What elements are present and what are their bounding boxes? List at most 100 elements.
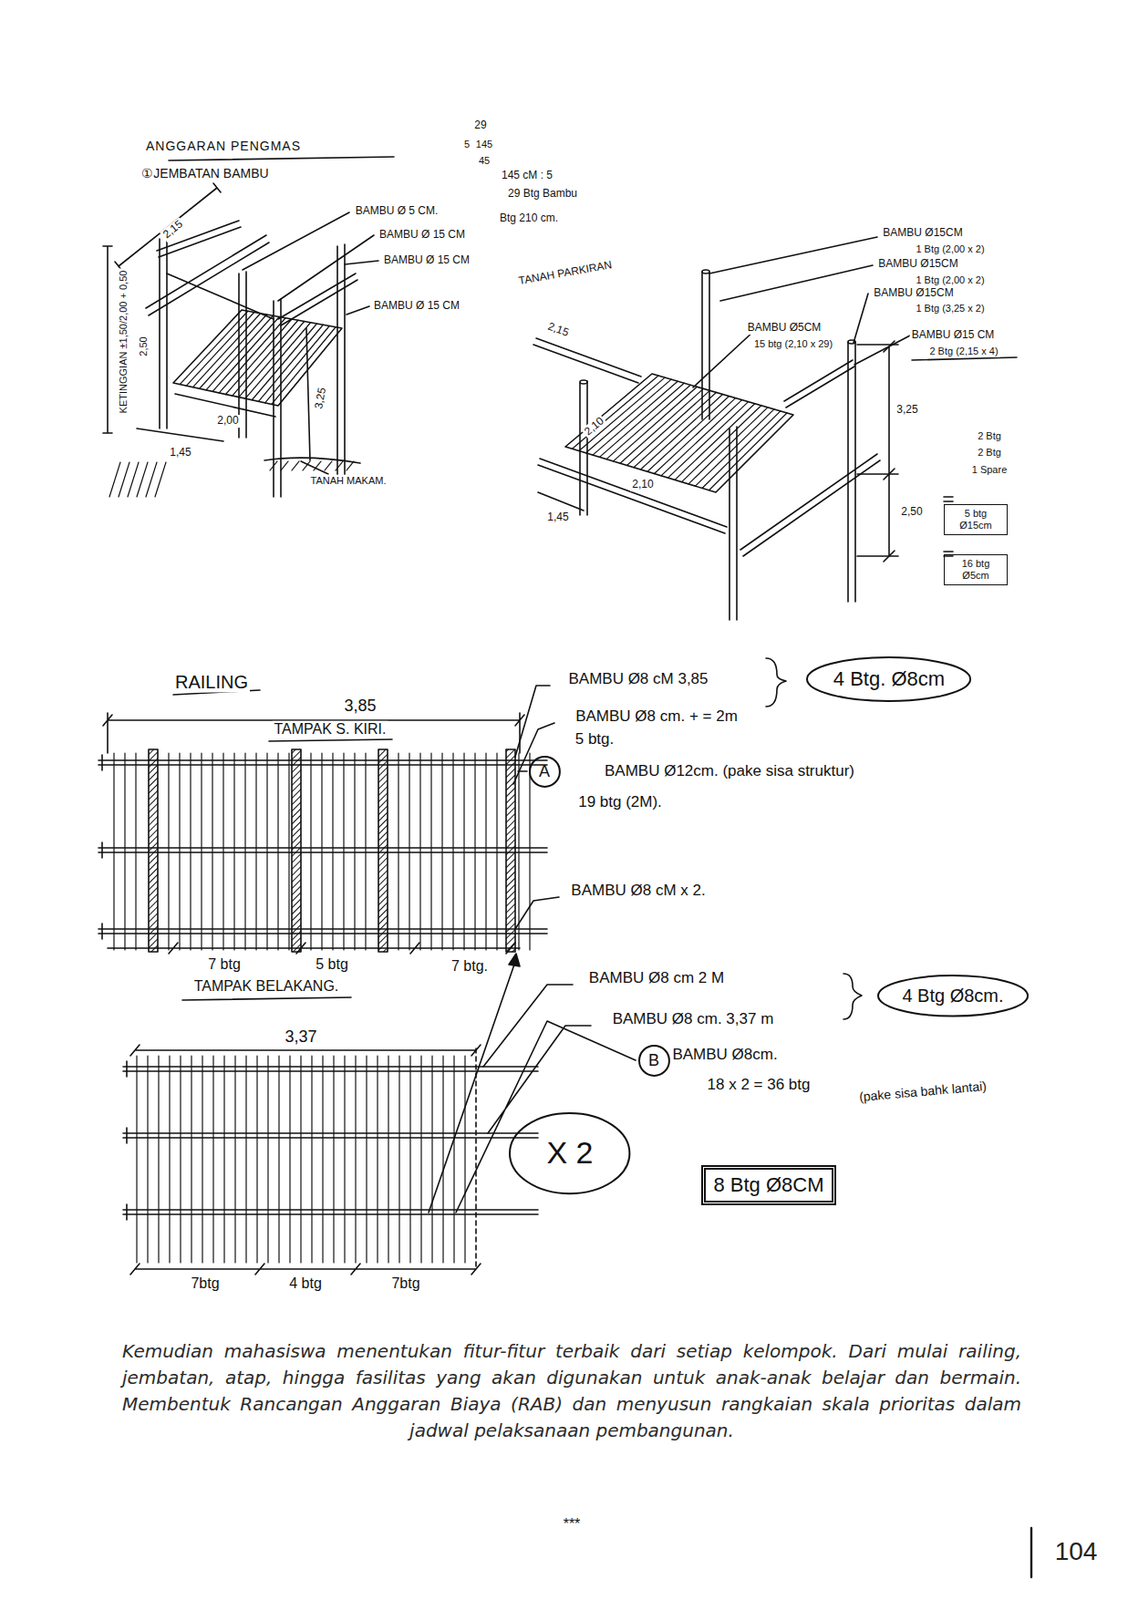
sketch-hatching bbox=[266, 753, 268, 951]
bridge-sketch-right bbox=[533, 237, 1017, 621]
sketch-annotation: ①JEMBATAN BAMBU bbox=[139, 165, 270, 181]
sketch-hatching bbox=[320, 753, 322, 951]
sketch-annotation: BAMBU Ø8cm. bbox=[670, 1045, 779, 1065]
sketch-hatching bbox=[474, 753, 476, 951]
sketch-annotation: BAMBU Ø 15 CM bbox=[372, 300, 462, 313]
sketch-hatching bbox=[353, 753, 355, 951]
sketch-hatching bbox=[702, 411, 781, 489]
sketch-hatching bbox=[397, 753, 399, 951]
sketch-hatching bbox=[419, 753, 421, 951]
sketch-annotation: 1 Btg (2,00 x 2) bbox=[913, 243, 986, 256]
sketch-hatching bbox=[211, 753, 213, 951]
sketch-line bbox=[98, 156, 1032, 1578]
sketch-annotation: 3,25 bbox=[312, 384, 330, 412]
sketch-hatching bbox=[118, 462, 130, 497]
sketch-hatching bbox=[277, 753, 279, 951]
sketch-hatching bbox=[463, 753, 465, 951]
sketch-hatching bbox=[135, 1055, 137, 1263]
railing-side-view bbox=[98, 658, 787, 954]
sketch-hatching bbox=[223, 1055, 225, 1263]
multiplier-ellipse: X 2 bbox=[507, 1111, 632, 1196]
bridge-sketch-left bbox=[136, 428, 224, 442]
sketch-annotation: BAMBU Ø15 CM bbox=[910, 329, 997, 342]
sketch-hatching bbox=[364, 753, 366, 951]
sketch-hatching bbox=[517, 753, 519, 951]
node-text: B bbox=[648, 1051, 660, 1071]
sketch-hatching bbox=[528, 753, 530, 951]
sketch-annotation: 5 btg bbox=[313, 956, 351, 973]
sketch-hatching bbox=[146, 1055, 148, 1263]
page-number-rule bbox=[1030, 1528, 1033, 1578]
sketch-hatching bbox=[222, 753, 224, 951]
sketch-hatching bbox=[682, 405, 762, 483]
sketch-hatching bbox=[302, 461, 311, 471]
sketch-hatching bbox=[321, 1055, 323, 1263]
sketch-hatching bbox=[331, 753, 333, 951]
sketch-annotation: 2,50 bbox=[137, 334, 150, 358]
bridge-sketch-right bbox=[579, 380, 588, 384]
sketch-annotation: 7btg bbox=[188, 1275, 221, 1293]
sketch-annotation: BAMBU Ø8 cM x 2. bbox=[569, 881, 707, 901]
bridge-sketch-left bbox=[264, 457, 361, 464]
bridge-sketch-right bbox=[943, 496, 953, 557]
sketch-annotation: 2,50 bbox=[899, 506, 924, 519]
sketch-annotation: BAMBU Ø8 cM 3,85 bbox=[566, 670, 710, 689]
sketch-annotation: RAILING bbox=[173, 672, 250, 694]
node-text: 8 Btg Ø8CM bbox=[713, 1173, 824, 1197]
sketch-hatching bbox=[620, 388, 704, 464]
sketch-hatching bbox=[409, 1055, 411, 1263]
sketch-annotation: 1 Btg (3,25 x 2) bbox=[913, 302, 986, 315]
sketch-hatching bbox=[310, 1055, 312, 1263]
sketch-annotation: 3,37 bbox=[282, 1027, 319, 1047]
total-box: 8 Btg Ø8CM bbox=[701, 1165, 836, 1205]
sketch-hatching bbox=[245, 1055, 247, 1263]
sketch-hatching bbox=[200, 753, 202, 951]
sketch-hatching bbox=[113, 753, 114, 951]
sketch-hatching bbox=[420, 1055, 422, 1263]
sketch-annotation: 7btg bbox=[389, 1275, 422, 1293]
sketch-hatching bbox=[695, 409, 775, 487]
railing-side-view bbox=[98, 848, 548, 853]
sketch-annotation: 2 Btg (2,15 x 4) bbox=[927, 345, 1000, 358]
sketch-annotation: Btg 210 cm. bbox=[497, 212, 560, 226]
sketch-hatching bbox=[398, 1055, 400, 1263]
sketch-annotation: 2 Btg bbox=[975, 446, 1004, 459]
sketch-hatching bbox=[145, 462, 157, 497]
page-caption: Kemudian mahasiswa menentukan fitur-fitu… bbox=[122, 1338, 1022, 1445]
sketch-annotation: TAMPAK S. KIRI. bbox=[272, 721, 389, 738]
bridge-sketch-right bbox=[565, 373, 794, 493]
railing-back-view bbox=[123, 953, 862, 1275]
sketch-annotation: BAMBU Ø15CM bbox=[880, 227, 964, 240]
bridge-sketch-left bbox=[175, 393, 276, 417]
bridge-sketch-right bbox=[857, 344, 899, 557]
sketch-annotation: BAMBU Ø12cm. (pake sisa struktur) bbox=[602, 762, 857, 781]
node-text: 5 btg Ø15cm bbox=[949, 507, 1003, 531]
sketch-annotation: 29 Btg Bambu bbox=[506, 187, 580, 201]
sketch-hatching bbox=[255, 753, 257, 951]
count-box: 5 btg Ø15cm bbox=[943, 504, 1008, 535]
sketch-hatching bbox=[376, 1055, 378, 1263]
sketch-annotation: 18 x 2 = 36 btg bbox=[705, 1076, 813, 1095]
sketch-annotation: 7 btg. bbox=[449, 958, 490, 975]
sketch-annotation: 7 btg bbox=[206, 956, 243, 973]
bridge-sketch-left bbox=[166, 273, 274, 320]
sketch-annotation: 4 btg bbox=[287, 1275, 324, 1293]
sketch-hatching bbox=[572, 375, 660, 449]
railing-back-view bbox=[130, 1263, 481, 1275]
sketch-hatching bbox=[291, 461, 300, 471]
sketch-hatching bbox=[256, 1055, 258, 1263]
sketch-hatching bbox=[136, 462, 148, 497]
railing-side-view bbox=[513, 685, 559, 930]
railing-side-view bbox=[101, 755, 104, 940]
railing-back-view bbox=[508, 953, 520, 967]
sketch-hatching bbox=[633, 392, 716, 467]
sketch-hatching bbox=[387, 1055, 389, 1263]
sketch-hatching bbox=[201, 1055, 203, 1263]
bridge-sketch-right bbox=[784, 360, 855, 408]
sketch-hatching bbox=[332, 1055, 334, 1263]
bridge-sketch-right bbox=[533, 338, 642, 383]
sketch-hatching bbox=[485, 753, 487, 951]
bridge-sketch-right bbox=[538, 458, 727, 534]
sketch-annotation: 5 btg. bbox=[573, 730, 617, 749]
railing-side-view bbox=[173, 690, 393, 742]
